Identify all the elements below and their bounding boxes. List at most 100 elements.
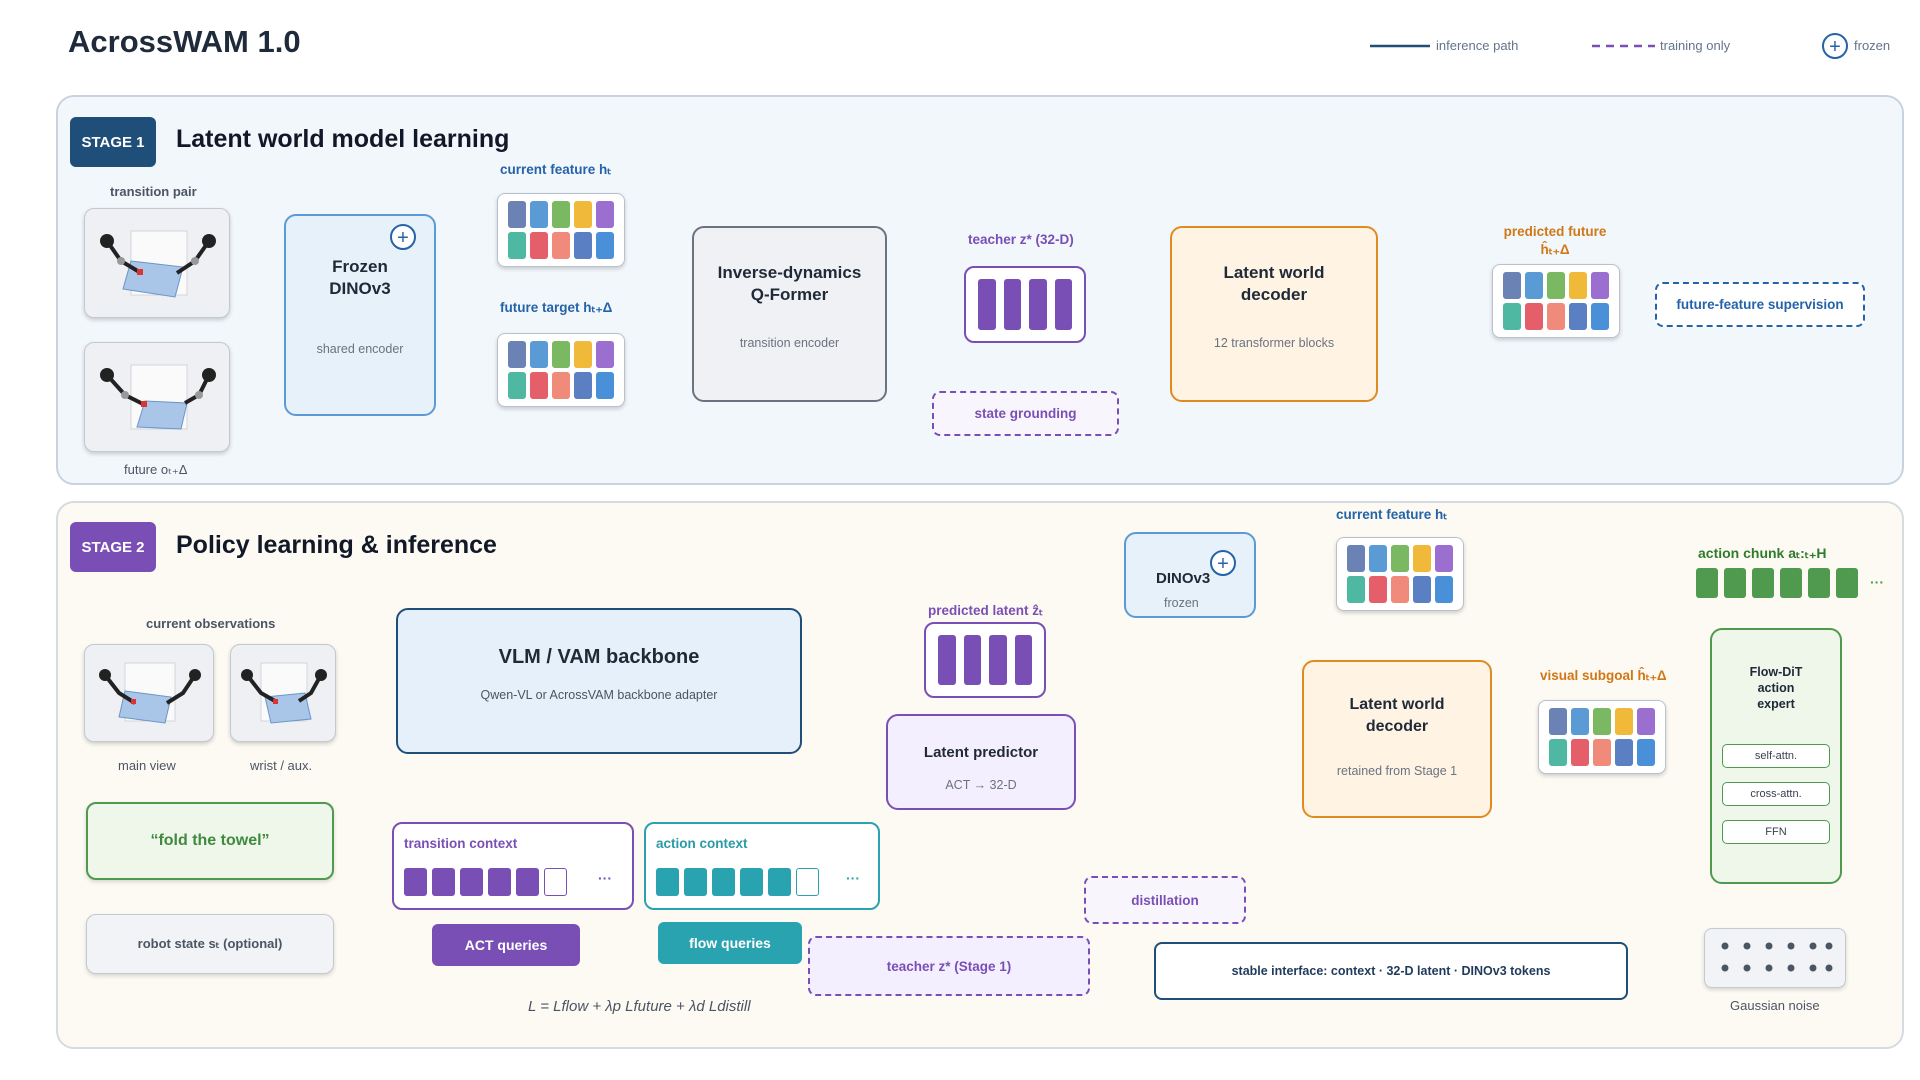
teacher-latent-tokens: [964, 266, 1086, 343]
feature-token: [574, 201, 592, 228]
latent-predictor-subtitle: ACT → 32-D: [945, 778, 1017, 792]
backbone-title: VLM / VAM backbone: [498, 646, 700, 668]
feature-token: [1435, 576, 1453, 603]
context-token: [460, 868, 483, 896]
feature-token: [1571, 708, 1589, 735]
stage1-badge: STAGE 1: [70, 117, 156, 167]
action-chunk-label: action chunk aₜ:ₜ₊H: [1698, 545, 1827, 561]
feature-token: [1547, 272, 1565, 299]
noise-dots-icon: [1721, 942, 1833, 972]
gaussian-noise-box: [1704, 928, 1846, 988]
feature-token: [1637, 708, 1655, 735]
action-context-label: action context: [656, 836, 748, 851]
context-token: [684, 868, 707, 896]
latent-world-decoder: Latent world decoder 12 transformer bloc…: [1170, 226, 1378, 402]
qformer-title: Inverse-dynamics Q-Former: [717, 263, 862, 304]
current-feature-label: current feature hₜ: [500, 162, 612, 177]
feature-token: [530, 232, 548, 259]
legend-training-label: training only: [1660, 38, 1731, 53]
latent-token: [1054, 279, 1072, 330]
inverse-dynamics-qformer: Inverse-dynamics Q-Former transition enc…: [692, 226, 887, 402]
latent-predictor: Latent predictor ACT → 32-D: [886, 714, 1076, 810]
legend-inference-label: inference path: [1436, 38, 1519, 53]
frozen-legend-icon: +: [1822, 33, 1848, 59]
wrist-view-image: [230, 644, 336, 742]
feature-token: [530, 201, 548, 228]
frozen-dinov3-encoder: Frozen DINOv3 shared encoder: [284, 214, 436, 416]
transition-pair-label: transition pair: [110, 184, 197, 199]
predicted-latent-label: predicted latent ẑₜ: [928, 603, 1044, 618]
feature-token: [1503, 303, 1521, 330]
action-token: [1808, 568, 1830, 598]
stable-interface-box: stable interface: context · 32-D latent …: [1154, 942, 1628, 1000]
decoder-stage2-subtitle: retained from Stage 1: [1336, 764, 1458, 778]
predicted-latent-tokens: [924, 622, 1046, 698]
feature-token: [1547, 303, 1565, 330]
context-token: [404, 868, 427, 896]
action-token: [1724, 568, 1746, 598]
current-observations-label: current observations: [146, 616, 276, 631]
feature-token: [1369, 545, 1387, 572]
legend-frozen-label: frozen: [1854, 38, 1891, 53]
robot-arm-icon: [99, 662, 201, 724]
robot-arm-icon: [241, 662, 327, 724]
current-feature-tokens: [497, 193, 625, 267]
feature-token: [1413, 576, 1431, 603]
feature-token: [552, 341, 570, 368]
flow-queries-button: flow queries: [658, 922, 802, 964]
context-token-empty: [796, 868, 819, 896]
feature-token: [1569, 272, 1587, 299]
action-context-tokens: [656, 868, 819, 896]
robot-arm-icon: [100, 364, 216, 430]
current-feature-tokens-stage2: [1336, 537, 1464, 611]
action-token: [1696, 568, 1718, 598]
feature-token: [1413, 545, 1431, 572]
teacher-stage1-box: teacher z* (Stage 1): [808, 936, 1090, 996]
future-target-label: future target hₜ₊Δ: [500, 300, 613, 315]
decoder-title: Latent world decoder: [1223, 263, 1325, 304]
action-token: [1836, 568, 1858, 598]
main-view-image: [84, 644, 214, 742]
feature-token: [1615, 739, 1633, 766]
feature-token: [508, 372, 526, 399]
visual-subgoal-tokens: [1538, 700, 1666, 774]
feature-token: [1391, 576, 1409, 603]
dinov3-title: DINOv3: [1156, 570, 1211, 587]
feature-token: [552, 232, 570, 259]
latent-token: [978, 279, 996, 330]
gaussian-noise-label: Gaussian noise: [1730, 998, 1820, 1013]
qformer-subtitle: transition encoder: [739, 336, 840, 350]
feature-token: [596, 232, 614, 259]
feature-token: [530, 372, 548, 399]
context-token: [740, 868, 763, 896]
feature-token: [1503, 272, 1521, 299]
ffn-block: FFN: [1722, 820, 1830, 844]
feature-token: [1591, 303, 1609, 330]
latent-token: [938, 635, 956, 685]
self-attn-block: self-attn.: [1722, 744, 1830, 768]
robot-state-input: robot state sₜ (optional): [86, 914, 334, 974]
latent-token: [1029, 279, 1047, 330]
feature-token: [1549, 708, 1567, 735]
feature-token: [552, 372, 570, 399]
action-context-box: action context ···: [644, 822, 880, 910]
vlm-vam-backbone: VLM / VAM backbone Qwen-VL or AcrossVAM …: [396, 608, 802, 754]
dinov3-frozen-box: DINOv3 frozen: [1124, 532, 1256, 618]
feature-token: [1591, 272, 1609, 299]
context-token: [488, 868, 511, 896]
page-title: AcrossWAM 1.0: [68, 24, 301, 59]
flow-dit-title: Flow-DiT action expert: [1749, 665, 1803, 711]
feature-token: [1525, 303, 1543, 330]
encoder-title: Frozen DINOv3: [329, 257, 391, 298]
feature-token: [508, 341, 526, 368]
act-queries-button: ACT queries: [432, 924, 580, 966]
feature-token: [530, 341, 548, 368]
feature-token: [1571, 739, 1589, 766]
feature-token: [1615, 708, 1633, 735]
teacher-label: teacher z* (32-D): [968, 232, 1074, 247]
feature-token: [1593, 708, 1611, 735]
current-feature-label-stage2: current feature hₜ: [1336, 507, 1448, 522]
context-token: [432, 868, 455, 896]
latent-token: [963, 635, 981, 685]
feature-token: [552, 201, 570, 228]
